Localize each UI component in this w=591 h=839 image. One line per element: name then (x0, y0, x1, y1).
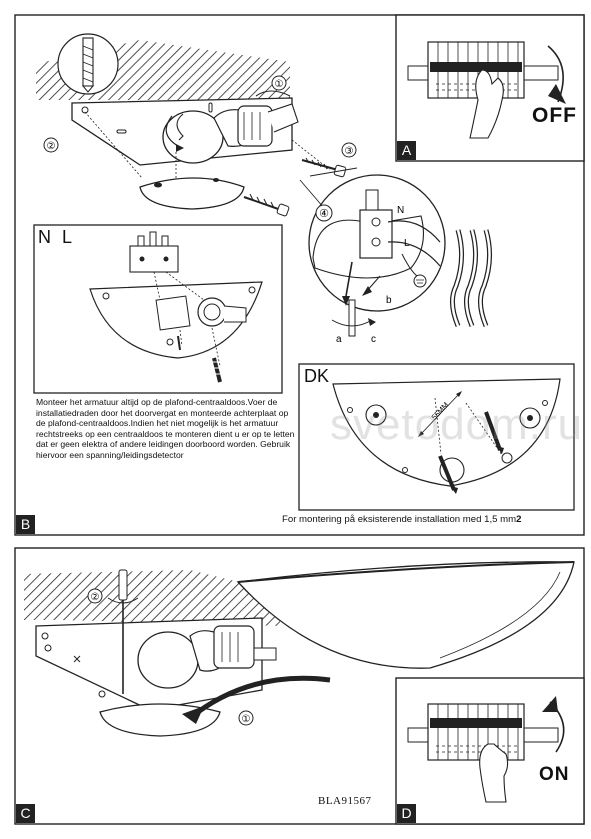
model-code: BLA91567 (318, 795, 372, 807)
dk-screw-icons (438, 411, 504, 494)
callout-1: ① (271, 75, 287, 91)
callout-3: ③ (341, 142, 357, 158)
breaker-panel-d (407, 703, 559, 761)
canopy-b (139, 177, 245, 210)
wire-label-n: N (397, 205, 404, 216)
panel-a-frame (395, 14, 585, 162)
nl-socket (197, 297, 247, 327)
dk-label: DK (304, 366, 330, 386)
nl-instructions: Monteer het armatuur altijd op de plafon… (36, 397, 295, 460)
svg-text:②: ② (47, 141, 56, 152)
wall-plug-icon (81, 37, 95, 93)
screwdriver-b-icon (348, 299, 356, 337)
callout-2: ② (43, 137, 59, 153)
screwdriver-c-icon (118, 569, 128, 601)
watermark: svetodom.ru (330, 400, 584, 449)
nl-label: N L (38, 227, 76, 247)
callout-4: ④ (315, 204, 333, 222)
svg-text:③: ③ (345, 146, 354, 157)
ceiling-hatch-c (24, 570, 280, 626)
callout-2-c: ② (87, 588, 103, 604)
nl-connector-block (129, 231, 179, 273)
on-label: ON (539, 764, 570, 785)
panel-b-frame (14, 14, 585, 536)
panel-d-badge: D (397, 804, 416, 823)
off-label: OFF (532, 104, 577, 127)
assembly-arrow-c (188, 675, 331, 720)
svg-text:①: ① (275, 79, 284, 90)
screw-lower-icon (243, 193, 290, 217)
dk-footer-text: For montering på eksisterende installati… (282, 514, 517, 525)
wire-label-b: b (386, 295, 392, 306)
panel-a-badge: A (397, 141, 416, 160)
panel-c-badge: C (16, 804, 35, 823)
svg-text:②: ② (91, 592, 100, 603)
wire-label-a: a (336, 334, 342, 345)
wire-label-l: L (404, 238, 410, 249)
nl-screw-icon (177, 335, 222, 383)
callout-1-c: ① (238, 710, 254, 726)
svg-text:④: ④ (319, 208, 329, 220)
terminal-block (359, 189, 393, 259)
cable-wires (450, 229, 492, 327)
hand-d-icon (479, 743, 509, 803)
dk-footer-superscript: 2 (516, 514, 522, 525)
dk-footer-note: For montering på eksisterende installati… (282, 514, 521, 525)
lamp-shade (236, 561, 575, 669)
dk-backplate (332, 378, 561, 487)
svg-text:①: ① (242, 714, 251, 725)
hand-a-icon (469, 69, 504, 139)
panel-b-badge: B (16, 515, 35, 534)
wire-label-c: c (371, 334, 376, 345)
bulb-socket-c (137, 625, 277, 689)
ground-icon (413, 274, 427, 288)
screw-3-icon (301, 157, 347, 178)
